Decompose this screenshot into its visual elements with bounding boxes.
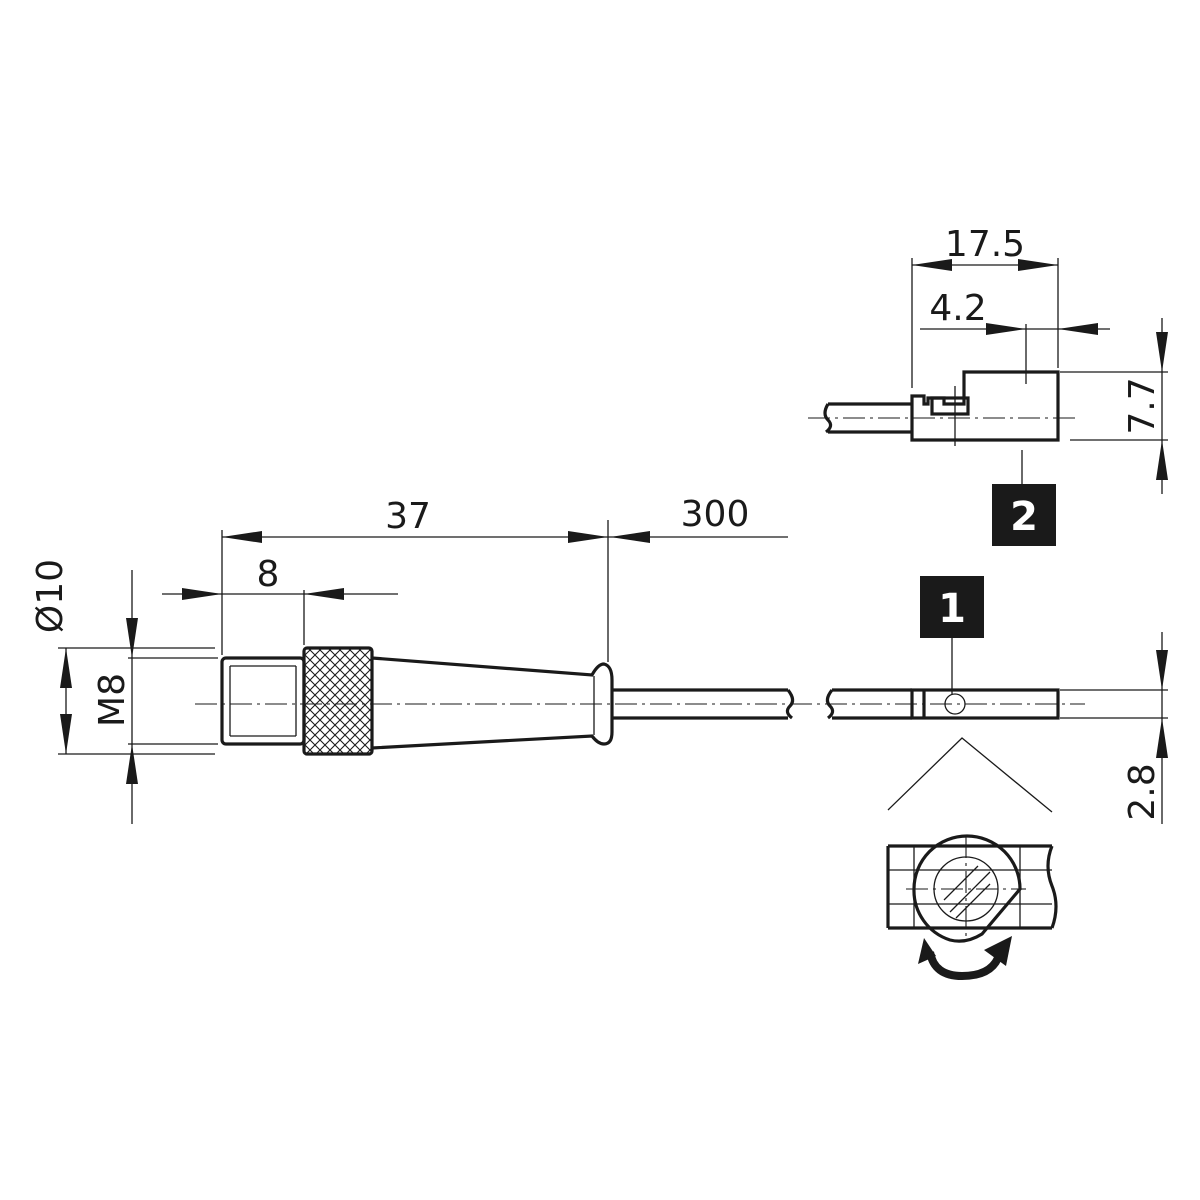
sensor-housing: [910, 370, 1060, 442]
dim-sensor-width: 17.5: [945, 224, 1025, 265]
thread-nut: [220, 656, 306, 746]
callout-2-label: 2: [1010, 494, 1038, 540]
detail-view: [886, 737, 1058, 981]
sensor-dimensions: 17.5 4.2 7.7 2.8: [911, 224, 1168, 824]
callout-1: 1: [920, 576, 984, 694]
sensor-side-view: [808, 370, 1075, 446]
dim-sensor-thickness: 2.8: [1122, 763, 1163, 820]
rotation-cam: [912, 834, 1022, 943]
dim-body-diameter: Ø10: [30, 559, 71, 633]
tapered-body: [371, 656, 614, 750]
cable-left: [612, 688, 795, 720]
dim-overall-length: 37: [385, 496, 431, 537]
dim-cable-length: 300: [681, 494, 750, 535]
callout-2: 2: [992, 450, 1056, 546]
knurled-grip: [302, 646, 374, 756]
cable-right: [825, 688, 912, 720]
dim-thread-length: 8: [257, 554, 280, 595]
callout-1-label: 1: [938, 586, 966, 632]
m8-connector: [195, 646, 1085, 756]
connector-dimensions: 37 300 8 Ø10 M8: [30, 494, 788, 824]
rotation-arrow-icon: [926, 951, 1002, 981]
dim-sensor-offset: 4.2: [929, 288, 986, 329]
dim-sensor-height: 7.7: [1122, 377, 1163, 434]
dim-thread-size: M8: [92, 673, 133, 727]
